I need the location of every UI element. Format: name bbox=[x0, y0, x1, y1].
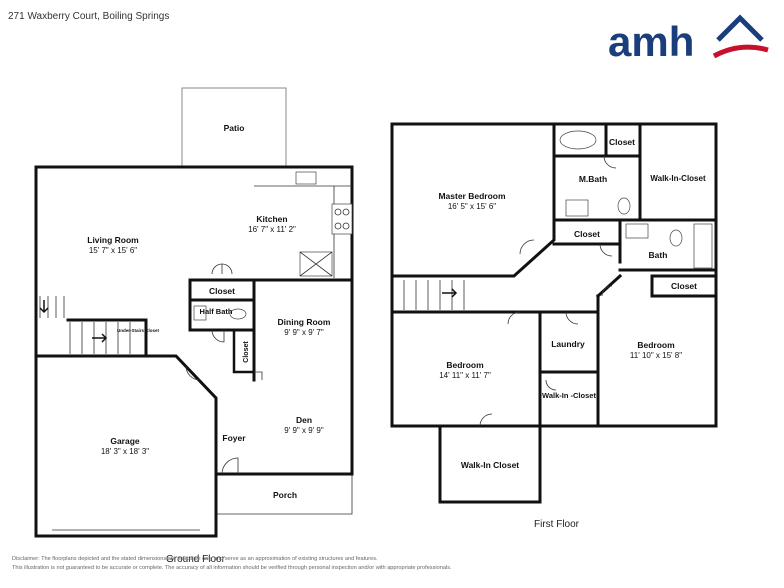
room-label-under-stairs: Under-Stairs Closet bbox=[117, 328, 160, 333]
bath-tub bbox=[693, 223, 713, 269]
room-label-den: Den bbox=[296, 415, 312, 425]
half-bath-sink bbox=[193, 305, 207, 321]
first-stair-arrow-icon bbox=[442, 288, 458, 298]
room-label-closet-bedroom: Closet bbox=[671, 281, 697, 291]
room-label-laundry: Laundry bbox=[551, 339, 585, 349]
down-arrow-icon bbox=[39, 300, 49, 314]
room-label-bedroom-left: Bedroom bbox=[446, 360, 484, 370]
room-size-bedroom-left: 14' 11" x 11' 7" bbox=[439, 371, 491, 380]
front-door bbox=[221, 457, 239, 475]
address-title: 271 Waxberry Court, Boiling Springs bbox=[8, 11, 170, 22]
hall-angle-wall bbox=[595, 273, 623, 299]
bath-sink bbox=[625, 223, 649, 239]
garage-door bbox=[185, 365, 201, 381]
stove bbox=[331, 203, 353, 235]
island-mark bbox=[299, 251, 333, 277]
room-label-walk-in-master: Walk-In-Closet bbox=[650, 174, 706, 183]
master-wall bbox=[390, 122, 556, 278]
ground-floor-plan bbox=[34, 87, 354, 538]
room-size-kitchen: 16' 7" x 11' 2" bbox=[248, 225, 296, 234]
bath-toilet bbox=[669, 229, 683, 247]
hall-closet-wall bbox=[552, 242, 622, 264]
room-label-walk-in-bottom: Walk-In Closet bbox=[461, 460, 519, 470]
room-label-closet-vertical: Closet bbox=[243, 341, 250, 363]
first-outer-wall bbox=[390, 122, 718, 428]
first-floor-plan bbox=[390, 122, 718, 504]
room-label-bedroom-right: Bedroom bbox=[637, 340, 675, 350]
room-size-bedroom-right: 11' 10" x 15' 8" bbox=[630, 351, 682, 360]
closet-door-right bbox=[221, 263, 233, 275]
floor-label-ground: Ground Floor bbox=[164, 554, 227, 565]
room-label-half-bath: Half Bath bbox=[200, 307, 233, 316]
laundry-wall bbox=[538, 310, 600, 428]
floor-label-first: First Floor bbox=[534, 519, 579, 530]
room-label-patio: Patio bbox=[224, 123, 245, 133]
master-door bbox=[519, 239, 535, 255]
stair-arrow-icon bbox=[92, 333, 108, 343]
disclaimer-line-1: Disclaimer: The floorplans depicted and … bbox=[12, 556, 378, 562]
logo-text: amh bbox=[608, 18, 694, 65]
room-size-garage: 18' 3" x 18' 3" bbox=[101, 447, 149, 456]
ground-outer-wall bbox=[34, 165, 354, 476]
house-roof-icon bbox=[716, 14, 764, 42]
room-label-bath: Bath bbox=[649, 250, 668, 260]
room-label-garage: Garage bbox=[110, 436, 140, 446]
bedroom-closet-wall bbox=[650, 274, 718, 298]
master-sink bbox=[565, 199, 589, 217]
master-tub bbox=[559, 130, 597, 150]
room-size-dining-room: 9' 9" x 9' 7" bbox=[284, 328, 324, 337]
room-label-living-room: Living Room bbox=[87, 235, 139, 245]
room-label-mbath: M.Bath bbox=[579, 174, 607, 184]
closet-door-left bbox=[211, 263, 223, 275]
kitchen-sink bbox=[295, 171, 317, 185]
room-label-kitchen: Kitchen bbox=[256, 214, 287, 224]
first-stair-treads bbox=[403, 280, 465, 310]
small-closet-wall bbox=[232, 328, 256, 374]
room-label-closet-master: Closet bbox=[609, 137, 635, 147]
stair-wall bbox=[66, 318, 148, 358]
room-size-den: 9' 9" x 9' 9" bbox=[284, 426, 324, 435]
room-size-master-bedroom: 16' 5" x 15' 6" bbox=[448, 202, 496, 211]
swoosh-icon bbox=[712, 44, 769, 59]
lower-stair-treads bbox=[39, 296, 65, 318]
room-label-closet-ground: Closet bbox=[209, 286, 235, 296]
disclaimer-line-2: This illustration is not guaranteed to b… bbox=[12, 565, 452, 571]
garage-wall bbox=[34, 354, 218, 538]
room-label-walk-in-small: Walk-In -Closet bbox=[542, 391, 596, 400]
room-label-closet-hall: Closet bbox=[574, 229, 600, 239]
master-toilet bbox=[617, 197, 631, 215]
walkin-bottom-wall bbox=[438, 424, 542, 504]
room-label-foyer: Foyer bbox=[222, 433, 246, 443]
room-label-master-bedroom: Master Bedroom bbox=[438, 191, 506, 201]
room-label-porch: Porch bbox=[273, 490, 297, 500]
room-label-dining-room: Dining Room bbox=[278, 317, 331, 327]
half-bath-text: Half Bath bbox=[200, 307, 233, 316]
room-size-living-room: 15' 7" x 15' 6" bbox=[89, 246, 137, 255]
hall-closet-door bbox=[599, 243, 613, 257]
half-bath-door bbox=[211, 329, 225, 343]
half-bath-toilet bbox=[229, 308, 247, 320]
amh-logo: amh bbox=[608, 14, 769, 65]
bedroom-left-wall bbox=[498, 310, 542, 428]
